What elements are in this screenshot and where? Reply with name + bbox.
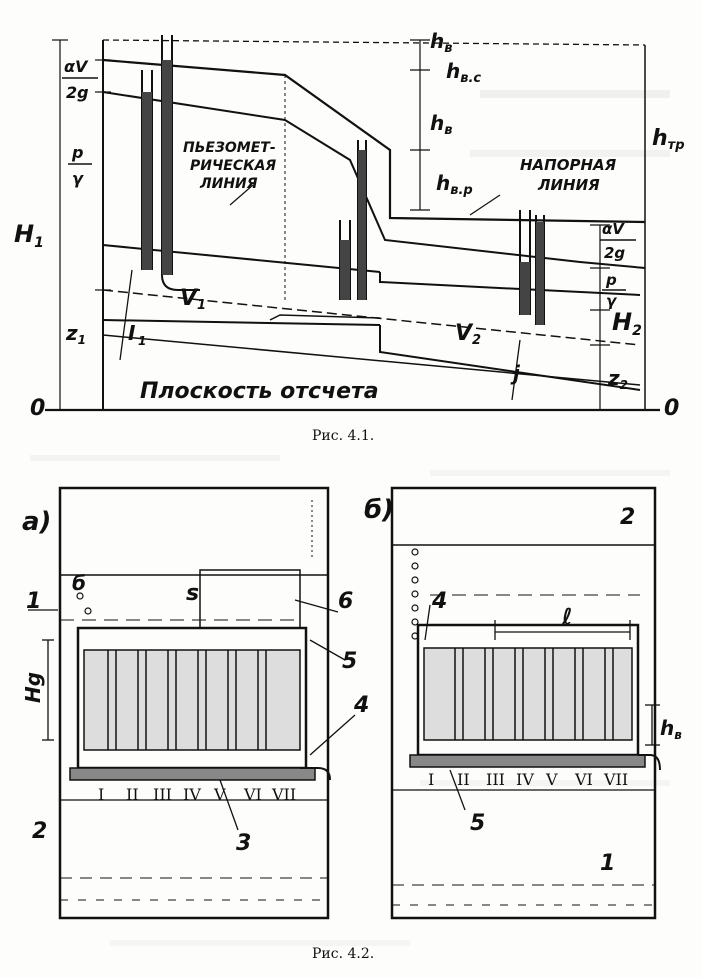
label-H2: H2 [612,308,642,339]
figure-4-2b-labels: б) 2 4 5 1 ℓ hв I II III IV V VI VII [364,495,682,876]
filter-slats-a [107,650,267,750]
initial-energy-line [102,39,646,46]
label-V2: V2 [455,321,481,348]
label-a-n6b: б [72,571,86,595]
label-panel-a: а) [22,507,51,537]
piezometer-1 [141,70,153,270]
label-a-s: s [186,581,199,606]
label-section-2: j [510,361,521,385]
bubble-column-b [411,548,419,640]
piezometric-line [102,91,646,269]
label-a-n3: 3 [236,831,251,856]
pipe-lower-axis [102,334,641,386]
figure-4-2a-labels: а) 1 2 3 4 5 6 б s Hg I II III IV V VI V… [21,507,369,856]
label-b-n4: 4 [431,589,447,614]
label-H1: H1 [14,220,44,251]
label-zero-right: 0 [664,396,679,421]
label-a-n4: 4 [353,693,369,718]
label-piezo-line-1: ПЬЕЗОМЕТ- [183,140,276,156]
section-b-1: II [457,770,470,789]
piezometer-2 [339,220,351,300]
pipe2-top [379,272,641,296]
section-a-0: I [98,785,104,804]
label-panel-b: б) [364,495,394,525]
label-section-1-sub: 1 [138,334,146,348]
label-datum-plane: Плоскость отсчета [140,379,379,404]
section-1-marker [119,269,133,361]
figure-4-2a [28,486,356,920]
sections-b: I II III IV V VI VII [428,770,628,789]
label-alpha-v1-num: αV [64,57,89,76]
figure-4-2-caption: Рис. 4.2. [312,946,374,962]
label-p1-den: γ [72,169,84,188]
filter-slats-b [454,648,614,740]
section-a-5: VI [243,785,262,804]
label-alpha-v1-den: 2g [66,83,89,102]
section-b-2: III [486,770,505,789]
pipe1-bottom [102,319,381,326]
label-alpha-v2-den: 2g [604,244,625,262]
section-b-5: VI [574,770,593,789]
pressure-line [102,58,646,224]
figure-4-2b [390,486,661,920]
label-b-n5: 5 [470,811,485,836]
section-a-4: V [213,785,226,804]
figure-4-1 [45,35,660,412]
label-a-Hg: Hg [21,672,45,703]
label-z1: z1 [65,321,86,347]
section-b-3: IV [516,770,534,789]
section-b-4: V [545,770,558,789]
label-b-n1: 1 [600,851,615,876]
label-V1: V1 [180,286,206,313]
label-pressure-line-2: ЛИНИЯ [537,176,600,194]
section-a-2: III [153,785,172,804]
label-h-v-top: hв [430,29,452,56]
label-a-n5: 5 [342,649,357,674]
label-a-n2: 2 [32,819,47,844]
section-a-3: IV [183,785,201,804]
label-section-1: I [128,321,136,345]
section-b-6: VII [603,770,628,789]
label-b-hv: hв [660,716,682,742]
label-piezo-line-3: ЛИНИЯ [199,176,258,192]
label-p2-num: p [605,271,617,289]
figure-4-1-labels: hв hв.с hв hв.р hтр H1 H2 z1 z2 V1 V2 αV… [14,29,685,444]
label-z2: z2 [607,366,628,392]
label-h-vs: hв.с [446,59,481,86]
label-a-n6: 6 [338,589,353,614]
label-pressure-line-1: НАПОРНАЯ [520,156,617,174]
piezometer-3 [519,210,531,315]
label-piezo-line-2: РИЧЕСКАЯ [190,158,276,174]
section-b-0: I [428,770,434,789]
background-bleed-text [30,90,670,946]
label-alpha-v2-num: αV [602,220,625,238]
figure-4-1-caption: Рис. 4.1. [312,428,374,444]
pitot-tube-2 [357,140,367,300]
section-a-1: II [126,785,139,804]
section-a-6: VII [271,785,296,804]
tank-a-outline [58,486,330,920]
pitot-tube-3 [535,215,545,325]
label-a-n1: 1 [26,589,41,614]
label-p2-den: γ [606,292,618,310]
label-zero-left: 0 [30,396,45,421]
label-b-n2: 2 [620,505,635,530]
pipe2-bottom [379,325,641,391]
label-b-l: ℓ [561,605,572,630]
label-h-v-mid: hв [430,111,452,138]
label-h-vr: hв.р [436,171,473,198]
label-h-tr: hтр [652,126,685,153]
label-p1-num: p [71,143,83,162]
section-2-marker [511,339,521,401]
pitot-tube-1 [161,35,200,291]
tank-b-outline [390,486,657,920]
sections-a: I II III IV V VI VII [98,785,296,804]
